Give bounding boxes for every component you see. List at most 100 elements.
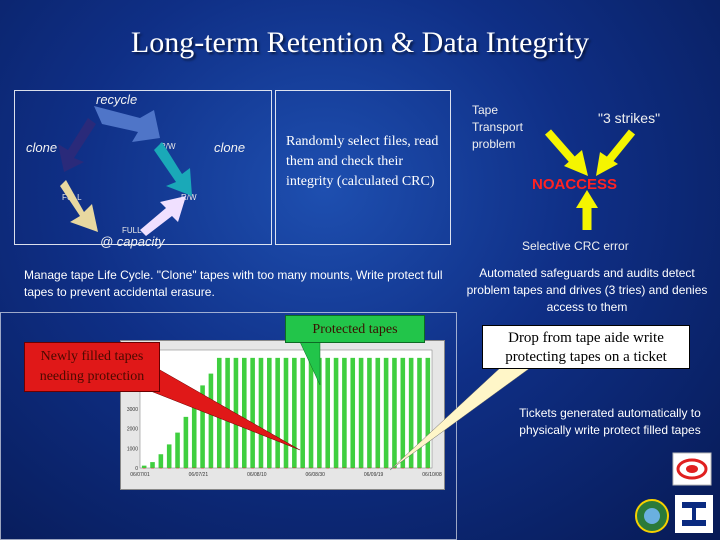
chart-bar-unprotected xyxy=(384,467,388,469)
chart-bar-unprotected xyxy=(184,467,188,469)
chart-bar-protected xyxy=(342,357,347,468)
chart-bar-unprotected xyxy=(334,467,338,469)
chart-bar-protected xyxy=(375,357,381,468)
chart-bar-unprotected xyxy=(292,467,296,469)
chart-bar-unprotected xyxy=(151,467,154,469)
lifecycle-arrow-upper-left xyxy=(58,118,96,172)
chart-bar-protected xyxy=(333,357,339,468)
lifecycle-arrow-top xyxy=(94,106,160,142)
chart-bar-protected xyxy=(400,357,406,468)
chart-bar-protected xyxy=(241,357,247,468)
chart-bar-unprotected xyxy=(426,467,430,469)
rw-top-label: R/W xyxy=(160,142,176,151)
chart-xtick-label: 06/08/10 xyxy=(247,472,267,478)
chart-bar-protected xyxy=(283,357,289,468)
chart-bar-unprotected xyxy=(376,467,380,469)
chart-bar-protected xyxy=(358,357,364,468)
chart-bar-unprotected xyxy=(284,467,288,469)
crc-error-label: Selective CRC error xyxy=(522,239,629,253)
rw-bottom-label: R/W xyxy=(181,193,197,202)
chart-bar-unprotected xyxy=(201,467,205,469)
chart-bar-protected xyxy=(166,444,172,468)
chart-bar-protected xyxy=(183,416,189,468)
chart-xtick-label: 06/07/21 xyxy=(189,472,209,478)
capacity-label: @ capacity xyxy=(100,234,165,249)
chart-bar-unprotected xyxy=(234,467,238,469)
integrity-panel xyxy=(275,90,451,245)
chart-bar-protected xyxy=(267,357,272,468)
lifecycle-panel xyxy=(14,90,272,245)
manage-text: Manage tape Life Cycle. "Clone" tapes wi… xyxy=(24,268,443,299)
chart-bar-protected xyxy=(250,357,255,468)
chart-bar-protected xyxy=(300,357,305,468)
chart-xtick-label: 06/09/19 xyxy=(364,472,384,478)
chart-bar-protected xyxy=(292,357,297,468)
page-title: Long-term Retention & Data Integrity xyxy=(130,26,590,59)
doe-seal-logo xyxy=(635,499,669,533)
chart-bar-protected xyxy=(275,357,280,468)
clone-right-label: clone xyxy=(214,140,246,155)
chart-ytick-label: 0 xyxy=(135,466,138,472)
chart-bar-unprotected xyxy=(418,467,421,469)
chart-bar-unprotected xyxy=(342,467,346,469)
drop-from-tape-callout: Drop from tape aide write protecting tap… xyxy=(482,325,690,369)
chart-bar-unprotected xyxy=(351,467,355,469)
protected-pointer xyxy=(299,341,321,386)
strikes-arrow xyxy=(596,129,636,176)
newly-filled-callout: Newly filled tapes needing protection xyxy=(24,342,160,392)
chart-bar-unprotected xyxy=(142,467,146,469)
chart-bar-unprotected xyxy=(251,467,255,469)
tape-capacity-chart: 010002000300040005000 06/07/0106/07/2106… xyxy=(127,349,442,478)
chart-bar-protected xyxy=(158,454,164,468)
chart-xtick-label: 06/10/08 xyxy=(422,472,442,478)
safeguards-text: Automated safeguards and audits detect p… xyxy=(466,266,708,314)
chart-bar-unprotected xyxy=(267,467,271,469)
chart-bar-protected xyxy=(233,357,239,468)
protected-callout: Protected tapes xyxy=(285,315,425,343)
chart-bar-unprotected xyxy=(226,467,230,469)
chart-bar-protected xyxy=(417,357,422,468)
integrity-text: Randomly select files, read them and che… xyxy=(286,134,439,189)
noaccess-arrows xyxy=(544,129,636,230)
chart-bar-unprotected xyxy=(367,467,371,469)
chart-ytick-label: 3000 xyxy=(127,407,138,413)
chart-bar-unprotected xyxy=(167,467,171,469)
chart-bar-protected xyxy=(392,357,397,468)
chart-bar-protected xyxy=(200,385,205,468)
chart-bar-unprotected xyxy=(159,467,163,469)
chart-bar-protected xyxy=(425,357,431,468)
chart-bar-unprotected xyxy=(359,467,363,469)
chart-ytick-label: 2000 xyxy=(127,427,138,433)
strikes-label: "3 strikes" xyxy=(598,110,661,126)
newly-filled-pointer xyxy=(147,369,301,451)
chart-xtick-label: 06/07/01 xyxy=(130,472,150,478)
chart-bar-unprotected xyxy=(401,467,405,469)
chart-bar-unprotected xyxy=(409,467,413,469)
fermilab-logo xyxy=(675,495,713,533)
fermilab-swirl-logo xyxy=(672,452,712,486)
chart-bar-unprotected xyxy=(217,467,221,469)
lifecycle-arrow-left xyxy=(60,180,98,232)
chart-bar-protected xyxy=(141,465,147,468)
chart-bar-unprotected xyxy=(309,467,313,469)
tickets-text: Tickets generated automatically to physi… xyxy=(519,406,701,437)
chart-bar-protected xyxy=(408,357,414,468)
chart-bar-unprotected xyxy=(176,467,180,469)
full-bottom-label: FULL xyxy=(122,226,142,235)
chart-bar-protected xyxy=(325,357,331,468)
crc-error-arrow xyxy=(576,190,598,230)
chart-bar-unprotected xyxy=(301,467,305,469)
chart-ytick-label: 1000 xyxy=(127,446,138,452)
chart-bar-unprotected xyxy=(259,467,263,469)
chart-bar-protected xyxy=(175,432,180,468)
lifecycle-arrow-right xyxy=(154,142,192,196)
chart-bar-protected xyxy=(367,357,372,468)
chart-bar-unprotected xyxy=(192,467,196,469)
chart-bar-protected xyxy=(150,462,155,468)
chart-bar-unprotected xyxy=(392,467,396,469)
chart-bar-unprotected xyxy=(276,467,280,469)
chart-bar-unprotected xyxy=(317,467,321,469)
chart-bar-protected xyxy=(308,357,314,468)
clone-left-label: clone xyxy=(26,140,58,155)
